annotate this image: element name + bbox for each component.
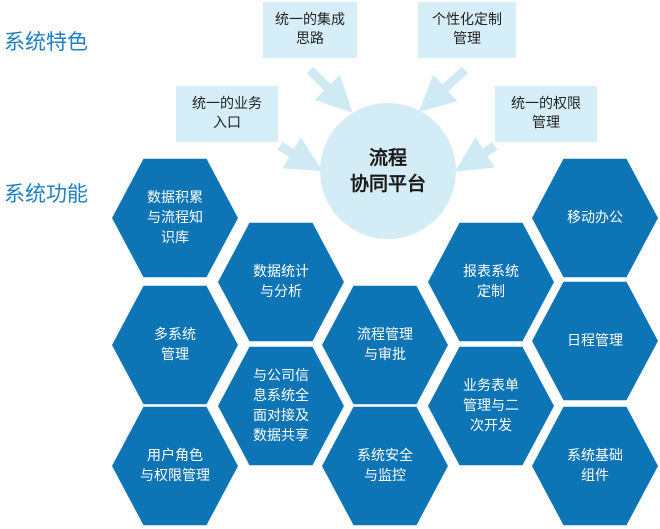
feature-box-text: 管理 — [532, 115, 560, 131]
arrow-business-entry — [277, 137, 323, 172]
hex-text: 与分析 — [260, 284, 302, 300]
hex-text: 系统安全 — [357, 448, 413, 464]
hex-text: 系统基础 — [567, 448, 623, 464]
arrow-integration — [306, 66, 353, 113]
hex-text: 用户角色 — [147, 448, 203, 464]
feature-box-business-entry: 统一的业务 入口 — [176, 86, 278, 142]
hex-text: 与流程知 — [147, 210, 203, 226]
hex-text: 组件 — [581, 468, 609, 484]
hex-text: 面对接及 — [253, 408, 309, 424]
hex-text: 与公司信 — [253, 368, 309, 384]
feature-box-text: 统一的集成 — [275, 12, 345, 28]
feature-box-text: 管理 — [453, 31, 481, 47]
feature-box-text: 个性化定制 — [432, 12, 502, 28]
feature-box-customization: 个性化定制 管理 — [418, 2, 516, 58]
hex-text: 日程管理 — [567, 333, 623, 349]
feature-box-integration: 统一的集成 思路 — [263, 2, 357, 58]
section-title-features: 系统特色 — [4, 30, 88, 54]
hex-text: 管理与二 — [463, 398, 519, 414]
hex-text: 数据统计 — [253, 264, 309, 280]
hex-text: 管理 — [161, 347, 189, 363]
hub-title-line: 协同平台 — [349, 173, 426, 195]
section-title-functions: 系统功能 — [4, 182, 88, 206]
hex-text: 流程管理 — [357, 327, 413, 343]
hex-text: 与审批 — [364, 347, 406, 363]
hex-text: 定制 — [477, 284, 505, 300]
arrow-permission — [454, 137, 498, 172]
feature-box-text: 入口 — [213, 115, 241, 131]
hex-text: 与权限管理 — [140, 468, 210, 484]
feature-box-text: 统一的业务 — [192, 96, 262, 112]
hex-text: 报表系统 — [463, 264, 519, 280]
hex-text: 次开发 — [470, 418, 512, 434]
hex-text: 业务表单 — [463, 378, 519, 394]
hex-text: 多系统 — [154, 327, 196, 343]
hub-title-line: 流程 — [368, 147, 407, 169]
hex-text: 息系统全 — [253, 388, 309, 404]
arrow-customization — [418, 66, 469, 113]
hub-circle: 流程 协同平台 — [320, 103, 456, 239]
feature-box-text: 统一的权限 — [511, 96, 581, 112]
hex-text: 与监控 — [364, 468, 406, 484]
hex-text: 数据积累 — [147, 190, 203, 206]
feature-box-permission: 统一的权限 管理 — [495, 86, 597, 142]
hex-text: 移动办公 — [567, 210, 623, 226]
hex-text: 识库 — [161, 230, 189, 246]
feature-box-text: 思路 — [296, 31, 324, 47]
hex-text: 数据共享 — [253, 428, 309, 444]
